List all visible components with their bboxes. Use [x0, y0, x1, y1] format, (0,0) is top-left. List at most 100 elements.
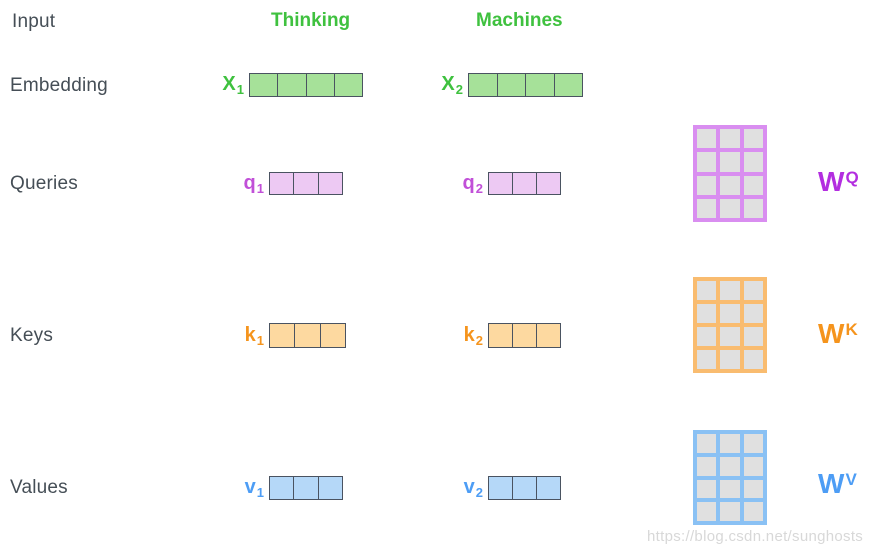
- vector-k1: k1: [204, 323, 346, 348]
- row-label-input: Input: [12, 11, 56, 32]
- vector-x2: X2: [403, 73, 583, 97]
- matrix-wq-label: WQ: [818, 166, 859, 197]
- matrix-cell: [720, 281, 740, 300]
- vector-k1-label: k1: [244, 323, 264, 348]
- matrix-cell: [697, 350, 717, 369]
- vector-cell: [469, 74, 497, 96]
- matrix-cell: [720, 502, 740, 521]
- vector-cell: [512, 324, 536, 347]
- vector-cell: [553, 74, 582, 96]
- matrix-cell: [743, 456, 763, 476]
- vector-cell: [319, 324, 345, 347]
- matrix-cell: [697, 152, 717, 172]
- matrix-cell: [743, 350, 763, 369]
- watermark: https://blog.csdn.net/sunghosts: [647, 528, 864, 545]
- vector-v2-cells: [488, 476, 561, 500]
- vector-v1-cells: [269, 476, 343, 500]
- vector-x1-label: X1: [222, 73, 244, 97]
- vector-cell: [525, 74, 554, 96]
- vector-cell: [512, 173, 536, 194]
- vector-cell: [294, 324, 320, 347]
- vector-q1-cells: [269, 172, 343, 195]
- matrix-cell: [697, 327, 717, 346]
- matrix-cell: [743, 152, 763, 172]
- matrix-wv-label: WV: [818, 468, 857, 499]
- matrix-cell: [720, 304, 740, 323]
- column-header-thinking: Thinking: [271, 10, 351, 31]
- vector-cell: [536, 324, 560, 347]
- vector-cell: [317, 173, 342, 194]
- vector-v2: v2: [423, 476, 561, 500]
- vector-cell: [512, 477, 536, 499]
- vector-cell: [270, 477, 294, 499]
- vector-q2-label: q2: [462, 171, 483, 196]
- vector-v1-label: v1: [244, 476, 264, 500]
- matrix-cell: [720, 434, 740, 453]
- matrix-cell: [720, 350, 740, 369]
- matrix-wq: [693, 125, 767, 222]
- vector-x2-cells: [468, 73, 583, 97]
- matrix-cell: [720, 456, 740, 476]
- vector-cell: [250, 74, 278, 96]
- vector-cell: [270, 173, 294, 194]
- matrix-cell: [697, 198, 717, 218]
- vector-cell: [536, 477, 560, 499]
- matrix-cell: [743, 281, 763, 300]
- vector-cell: [489, 477, 512, 499]
- vector-k2-label: k2: [463, 323, 483, 348]
- row-label-values: Values: [10, 477, 68, 498]
- vector-cell: [277, 74, 306, 96]
- vector-k2-cells: [488, 323, 561, 348]
- row-label-keys: Keys: [10, 325, 54, 346]
- matrix-cell: [697, 175, 717, 195]
- vector-k2: k2: [423, 323, 561, 348]
- matrix-cell: [697, 479, 717, 499]
- column-header-machines: Machines: [476, 10, 563, 31]
- matrix-cell: [720, 152, 740, 172]
- matrix-cell: [697, 129, 717, 149]
- matrix-cell: [743, 502, 763, 521]
- vector-x1: X1: [184, 73, 363, 97]
- matrix-cell: [697, 281, 717, 300]
- vector-q1: q1: [204, 172, 343, 195]
- vector-cell: [270, 324, 295, 347]
- vector-cell: [293, 173, 318, 194]
- matrix-wk: [693, 277, 767, 373]
- vector-cell: [496, 74, 525, 96]
- vector-v1: v1: [204, 476, 343, 500]
- matrix-wv: [693, 430, 767, 525]
- vector-cell: [489, 173, 512, 194]
- vector-q1-label: q1: [243, 171, 264, 196]
- matrix-cell: [697, 456, 717, 476]
- matrix-cell: [720, 479, 740, 499]
- vector-x2-label: X2: [441, 73, 463, 97]
- matrix-cell: [743, 129, 763, 149]
- matrix-cell: [697, 502, 717, 521]
- vector-v2-label: v2: [463, 476, 483, 500]
- matrix-cell: [743, 479, 763, 499]
- row-label-queries: Queries: [10, 173, 78, 194]
- vector-cell: [536, 173, 560, 194]
- matrix-cell: [720, 129, 740, 149]
- vector-cell: [489, 324, 512, 347]
- vector-x1-cells: [249, 73, 363, 97]
- matrix-cell: [720, 327, 740, 346]
- matrix-cell: [743, 327, 763, 346]
- vector-cell: [317, 477, 342, 499]
- matrix-wk-label: WK: [818, 318, 858, 349]
- matrix-cell: [743, 304, 763, 323]
- matrix-cell: [697, 434, 717, 453]
- vector-cell: [305, 74, 334, 96]
- vector-k1-cells: [269, 323, 346, 348]
- vector-q2-cells: [488, 172, 561, 195]
- vector-q2: q2: [423, 172, 561, 195]
- matrix-cell: [720, 198, 740, 218]
- vector-cell: [293, 477, 318, 499]
- matrix-cell: [743, 198, 763, 218]
- row-label-embedding: Embedding: [10, 75, 108, 96]
- vector-cell: [333, 74, 362, 96]
- matrix-cell: [743, 175, 763, 195]
- matrix-cell: [720, 175, 740, 195]
- matrix-cell: [697, 304, 717, 323]
